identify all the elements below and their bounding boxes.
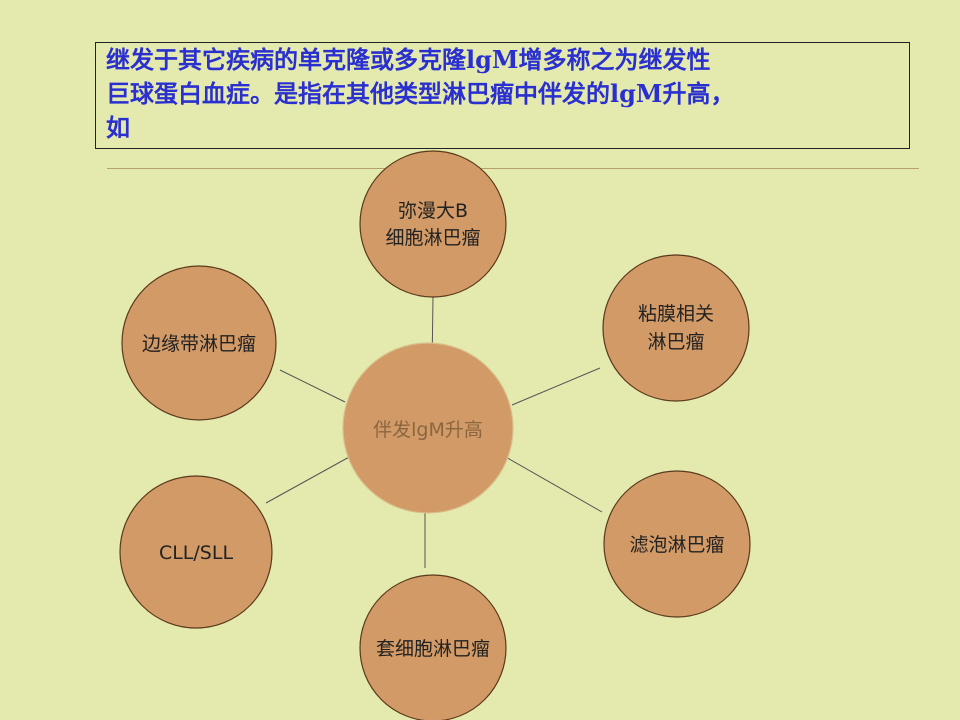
node-label: 套细胞淋巴瘤 [376,638,490,660]
node-circle [359,574,507,720]
node-mantle-cell: 套细胞淋巴瘤 [359,574,507,720]
center-circle [342,342,514,514]
node-follicular: 滤泡淋巴瘤 [603,470,751,618]
node-label: 滤泡淋巴瘤 [629,534,724,556]
title-line-1: 继发于其它疾病的单克隆或多克隆lgM增多称之为继发性 [106,45,711,74]
spoke-line [265,455,352,504]
center-label: 伴发lgM升高 [373,419,483,441]
title-box: 继发于其它疾病的单克隆或多克隆lgM增多称之为继发性 巨球蛋白血症。是指在其他类… [95,42,910,149]
spokes [265,296,603,568]
node-circle [359,150,507,298]
node-label: 细胞淋巴瘤 [385,227,480,249]
divider-line [107,168,919,169]
node-marginal-zone: 边缘带淋巴瘤 [121,265,277,421]
node-label: CLL/SLL [159,542,233,564]
center-node: 伴发lgM升高 [342,342,514,514]
node-label: 边缘带淋巴瘤 [142,333,256,355]
title-line-3: 如 [106,113,130,142]
node-circle [603,470,751,618]
node-malt: 粘膜相关 淋巴瘤 [602,254,750,402]
spoke-line [511,367,601,406]
node-label: 粘膜相关 [638,303,714,325]
node-circle [119,475,273,629]
spoke-line [503,455,603,513]
title-line-2: 巨球蛋白血症。是指在其他类型淋巴瘤中伴发的lgM升高， [106,79,735,108]
node-label: 弥漫大B [398,200,468,222]
node-cll-sll: CLL/SLL [119,475,273,629]
node-label: 淋巴瘤 [647,331,704,353]
node-circle [602,254,750,402]
node-circle [121,265,277,421]
spoke-line [279,369,346,403]
node-diffuse-large-b: 弥漫大B 细胞淋巴瘤 [359,150,507,298]
